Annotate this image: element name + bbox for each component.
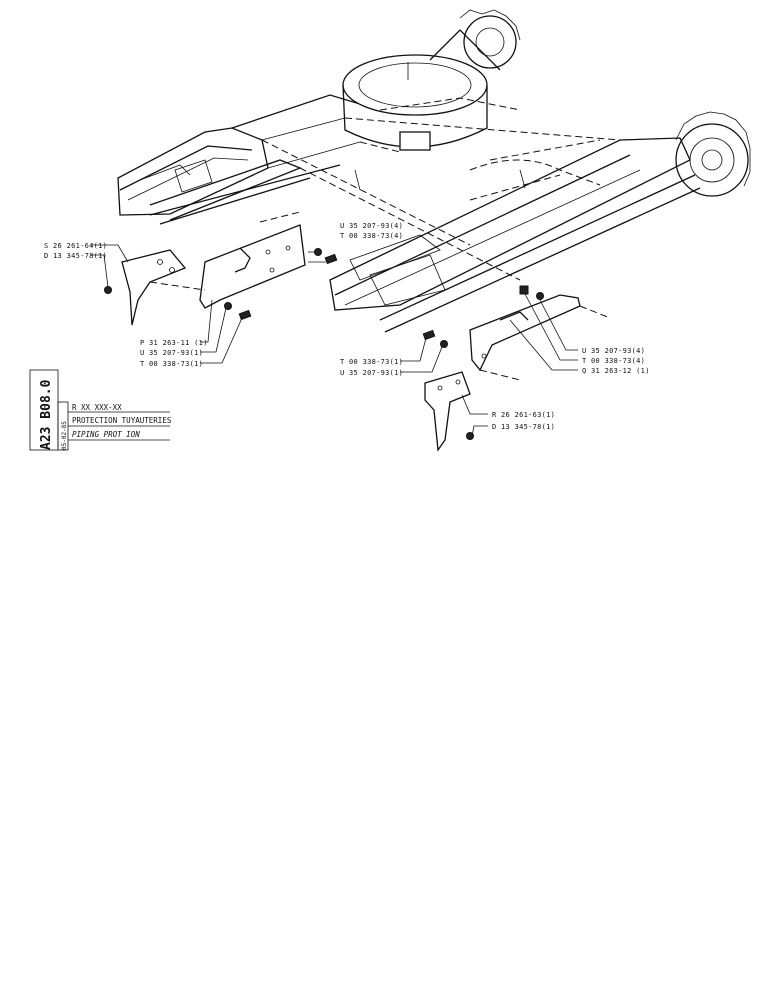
callout-left-screw: T 00 338-73(1) — [140, 360, 203, 368]
right-bracket — [424, 371, 471, 452]
title-date: 05-02-85 — [61, 421, 68, 450]
left-screw — [238, 309, 252, 321]
title-en: PIPING PROT ION — [72, 430, 140, 439]
leader-lines — [91, 244, 578, 437]
callout-right-lower-washer: U 35 207-93(1) — [340, 369, 403, 377]
callout-left-bracket-screw: D 13 345-78(1) — [44, 252, 107, 260]
callout-right-plate: Q 31 263-12 (1) — [582, 367, 650, 375]
title-ref: R XX XXX-XX — [72, 403, 122, 412]
left-plate — [199, 224, 306, 309]
callout-left-washer: U 35 207-93(1) — [140, 349, 203, 357]
title-fr: PROTECTION TUYAUTERIES — [72, 416, 172, 425]
callout-upper-washer: U 35 207-93(4) — [340, 222, 403, 230]
callout-right-bracket-part: R 26 261-63(1) — [492, 411, 555, 419]
upper-screw — [324, 253, 338, 265]
right-washer — [536, 292, 544, 300]
callout-left-plate: P 31 263-11 (1) — [140, 339, 208, 347]
undercarriage-frame — [117, 9, 751, 333]
left-bracket-screw — [104, 286, 112, 294]
right-plate — [469, 294, 581, 372]
title-code: A23 B08.0 — [39, 379, 54, 450]
callout-upper-screw: T 00 338-73(4) — [340, 232, 403, 240]
title-block: A23 B08.0 05-02-85 R XX XXX-XX PROTECTIO… — [29, 369, 172, 451]
callout-right-bracket-screw: D 13 345-78(1) — [492, 423, 555, 431]
callout-right-screw: T 00 338-73(4) — [582, 357, 645, 365]
right-lower-screw — [422, 329, 436, 341]
callout-left-bracket-part: S 26 261-64(1) — [44, 242, 107, 250]
right-lower-washer — [440, 340, 448, 348]
exploded-parts — [104, 211, 611, 452]
right-bracket-screw — [466, 432, 474, 440]
callout-right-lower-screw: T 00 338-73(1) — [340, 358, 403, 366]
right-screw — [519, 285, 529, 295]
left-washer — [224, 302, 232, 310]
callout-right-washer: U 35 207-93(4) — [582, 347, 645, 355]
left-bracket — [121, 249, 187, 326]
callout-labels: S 26 261-64(1) D 13 345-78(1) U 35 207-9… — [44, 222, 650, 431]
